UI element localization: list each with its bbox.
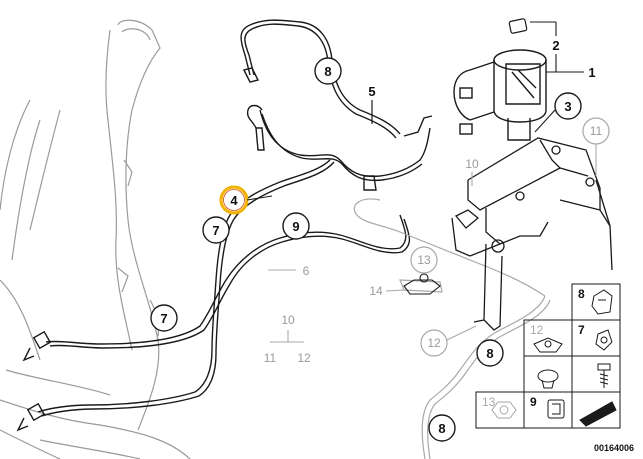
- group-label-10-11-12: 10 11 12: [264, 313, 311, 365]
- callout-4-highlighted: 4: [219, 185, 273, 215]
- label-2: 2: [530, 21, 560, 72]
- svg-text:10: 10: [281, 313, 295, 327]
- label-5: 5: [368, 84, 376, 124]
- callout-8-bottom: 8: [428, 414, 456, 442]
- label-1: 1: [546, 65, 596, 80]
- callout-11-grey: 11: [582, 117, 610, 176]
- cap-part: [508, 18, 528, 34]
- parts-table: [475, 283, 621, 429]
- carbon-canister: [453, 49, 547, 141]
- svg-text:11: 11: [264, 351, 277, 365]
- clip-part: [403, 273, 441, 295]
- callout-13-grey: 13: [410, 246, 438, 274]
- label-6-grey: 6: [268, 264, 310, 278]
- svg-text:7: 7: [578, 323, 585, 337]
- svg-text:9: 9: [530, 395, 537, 409]
- callout-3: 3: [534, 92, 582, 133]
- callout-8-top: 8: [314, 57, 342, 85]
- canister-bracket: [451, 137, 613, 331]
- svg-text:12: 12: [297, 351, 311, 365]
- svg-text:8: 8: [486, 346, 493, 361]
- svg-text:7: 7: [160, 311, 167, 326]
- label-10-grey: 10: [465, 157, 479, 186]
- svg-text:14: 14: [369, 284, 383, 298]
- svg-text:13: 13: [482, 395, 496, 409]
- table-part-icons: [491, 289, 617, 427]
- label-14-grey: 14: [369, 284, 405, 298]
- callout-12-grey: 12: [420, 325, 477, 357]
- svg-text:1: 1: [588, 65, 595, 80]
- svg-text:8: 8: [578, 287, 585, 301]
- svg-text:11: 11: [590, 124, 603, 138]
- callout-9: 9: [282, 212, 310, 240]
- callout-8-mid: 8: [476, 339, 504, 367]
- svg-text:12: 12: [530, 323, 544, 337]
- svg-text:13: 13: [417, 253, 431, 267]
- svg-text:9: 9: [292, 219, 299, 234]
- svg-text:5: 5: [368, 84, 375, 99]
- svg-text:3: 3: [564, 99, 571, 114]
- svg-text:12: 12: [427, 336, 441, 350]
- svg-text:2: 2: [552, 38, 559, 53]
- svg-text:8: 8: [438, 421, 445, 436]
- callout-7-lower: 7: [150, 304, 178, 332]
- svg-text:8: 8: [324, 64, 331, 79]
- callout-7-upper: 7: [202, 216, 230, 244]
- svg-text:10: 10: [465, 157, 479, 171]
- diagram-code: 00164006: [594, 443, 634, 453]
- fuel-lines: [16, 19, 433, 432]
- parts-table-numbers: 8 7 12 13 9: [482, 287, 585, 409]
- svg-text:6: 6: [303, 264, 310, 278]
- svg-text:4: 4: [230, 193, 238, 208]
- filler-neck-outline: [0, 19, 191, 459]
- svg-text:7: 7: [212, 223, 219, 238]
